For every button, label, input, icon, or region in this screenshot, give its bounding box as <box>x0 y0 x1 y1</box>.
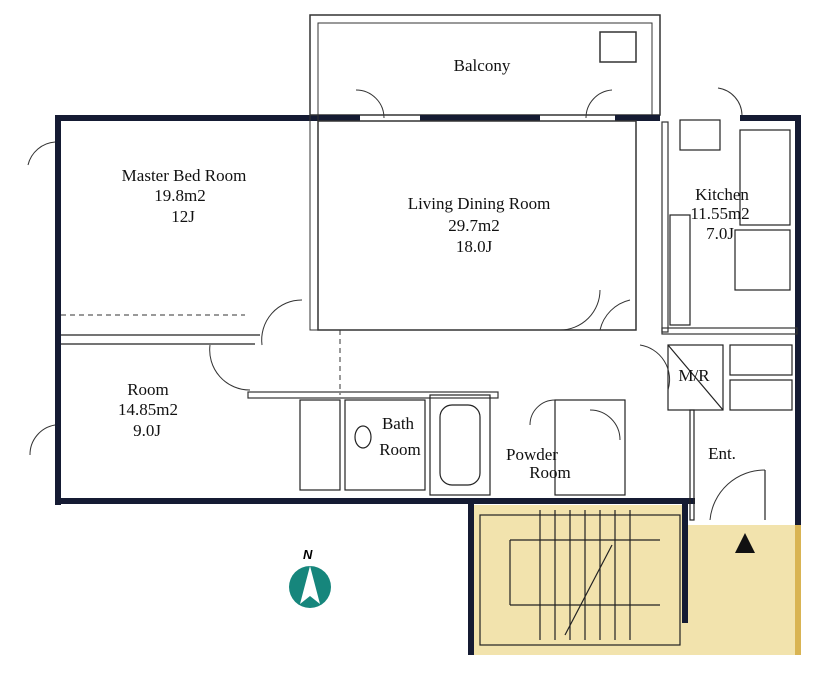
master-bedroom-size: 12J <box>171 207 195 226</box>
door-swings <box>27 87 766 521</box>
north-arrow-icon <box>289 566 331 608</box>
exterior-walls <box>55 115 801 655</box>
room-size: 9.0J <box>133 421 161 440</box>
kitchen-area: 11.55m2 <box>690 204 750 223</box>
staircase <box>468 503 800 655</box>
living-room-name: Living Dining Room <box>407 194 551 213</box>
entrance-label: Ent. <box>708 444 736 463</box>
master-bedroom-area: 19.8m2 <box>154 186 206 205</box>
interior-walls <box>61 114 798 521</box>
kitchen-size: 7.0J <box>706 224 734 243</box>
room-area: 14.85m2 <box>118 400 178 419</box>
balcony-label: Balcony <box>453 56 511 75</box>
entry-triangle-icon <box>735 533 755 553</box>
living-room-area: 29.7m2 <box>448 216 500 235</box>
bathroom-name-line1: Bath <box>381 414 415 433</box>
storage-label: M/R <box>678 366 710 385</box>
kitchen-name: Kitchen <box>695 185 749 204</box>
master-bedroom-name: Master Bed Room <box>121 166 247 185</box>
bathroom-name-line2: Room <box>379 440 421 459</box>
living-room-size: 18.0J <box>455 237 493 256</box>
north-letter: N <box>303 547 313 562</box>
powder-room-name-line1: Powder <box>506 445 558 464</box>
powder-room-name-line2: Room <box>529 463 571 482</box>
room-name: Room <box>127 380 169 399</box>
